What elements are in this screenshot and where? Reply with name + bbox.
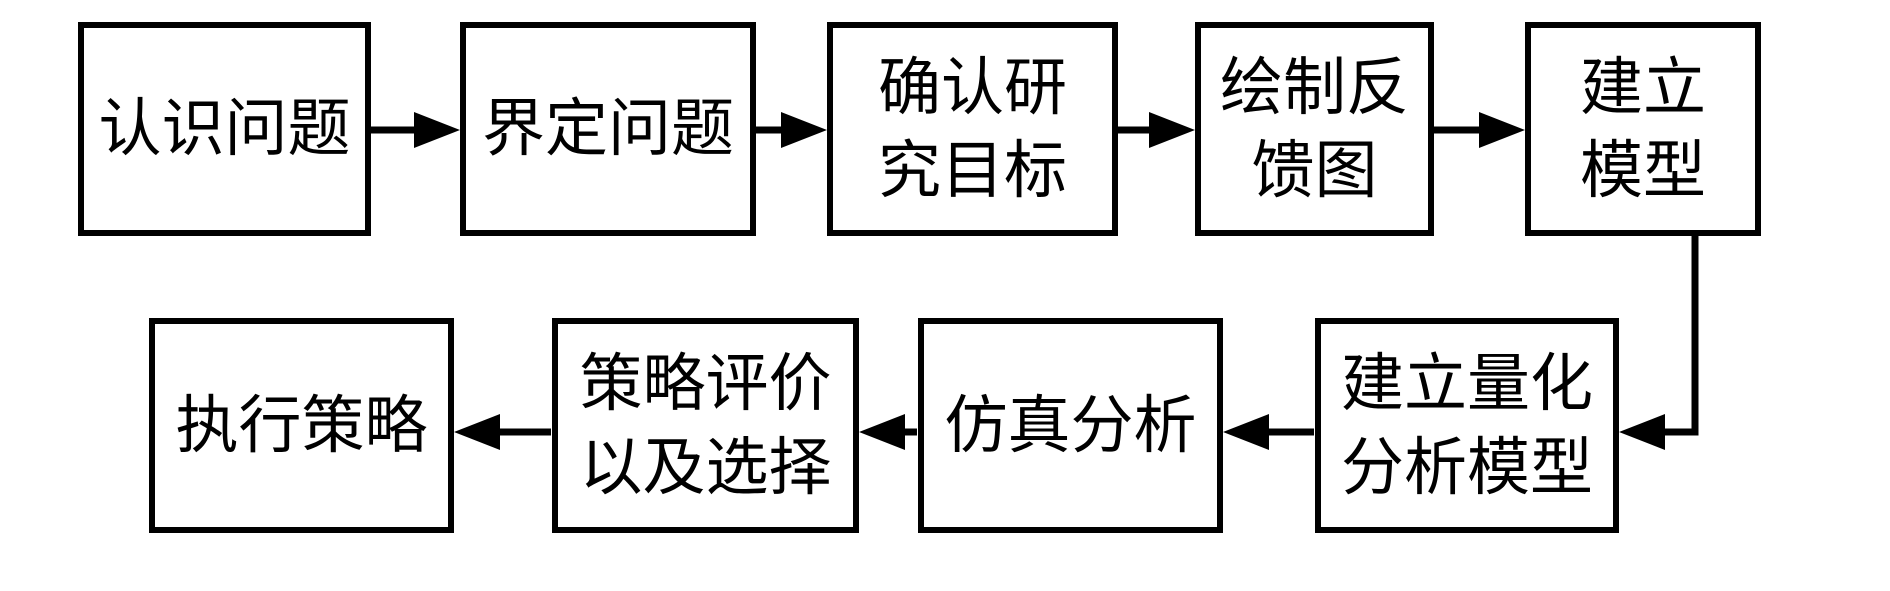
arrow-head-icon bbox=[1479, 112, 1525, 148]
arrow-confirm-to-feedback bbox=[1118, 112, 1195, 148]
flow-node-build-model: 建立 模型 bbox=[1525, 22, 1761, 236]
flow-node-strategy-evaluation-selection: 策略评价 以及选择 bbox=[552, 318, 859, 533]
arrow-feedback-to-model bbox=[1434, 112, 1525, 148]
arrow-simulation-to-evaluation bbox=[859, 414, 917, 450]
arrow-head-icon bbox=[414, 112, 460, 148]
flow-node-define-problem: 界定问题 bbox=[460, 22, 756, 236]
connector-line bbox=[1662, 236, 1699, 436]
arrow-model-to-quantitative bbox=[1619, 236, 1699, 450]
flow-node-draw-feedback-diagram: 绘制反 馈图 bbox=[1195, 22, 1434, 236]
arrow-evaluation-to-execute bbox=[454, 414, 551, 450]
arrow-head-icon bbox=[859, 414, 905, 450]
flow-node-execute-strategy: 执行策略 bbox=[149, 318, 454, 533]
arrow-define-to-confirm bbox=[756, 112, 827, 148]
arrow-head-icon bbox=[454, 414, 500, 450]
arrow-head-icon bbox=[1149, 112, 1195, 148]
arrow-head-icon bbox=[781, 112, 827, 148]
arrow-quantitative-to-simulation bbox=[1223, 414, 1314, 450]
arrow-head-icon bbox=[1223, 414, 1269, 450]
flow-node-build-quantitative-analysis-model: 建立量化 分析模型 bbox=[1315, 318, 1619, 533]
arrow-head-icon bbox=[1619, 414, 1665, 450]
flow-node-confirm-research-goal: 确认研 究目标 bbox=[827, 22, 1118, 236]
arrow-recognize-to-define bbox=[371, 112, 460, 148]
flow-node-simulation-analysis: 仿真分析 bbox=[918, 318, 1223, 533]
flow-node-recognize-problem: 认识问题 bbox=[78, 22, 371, 236]
